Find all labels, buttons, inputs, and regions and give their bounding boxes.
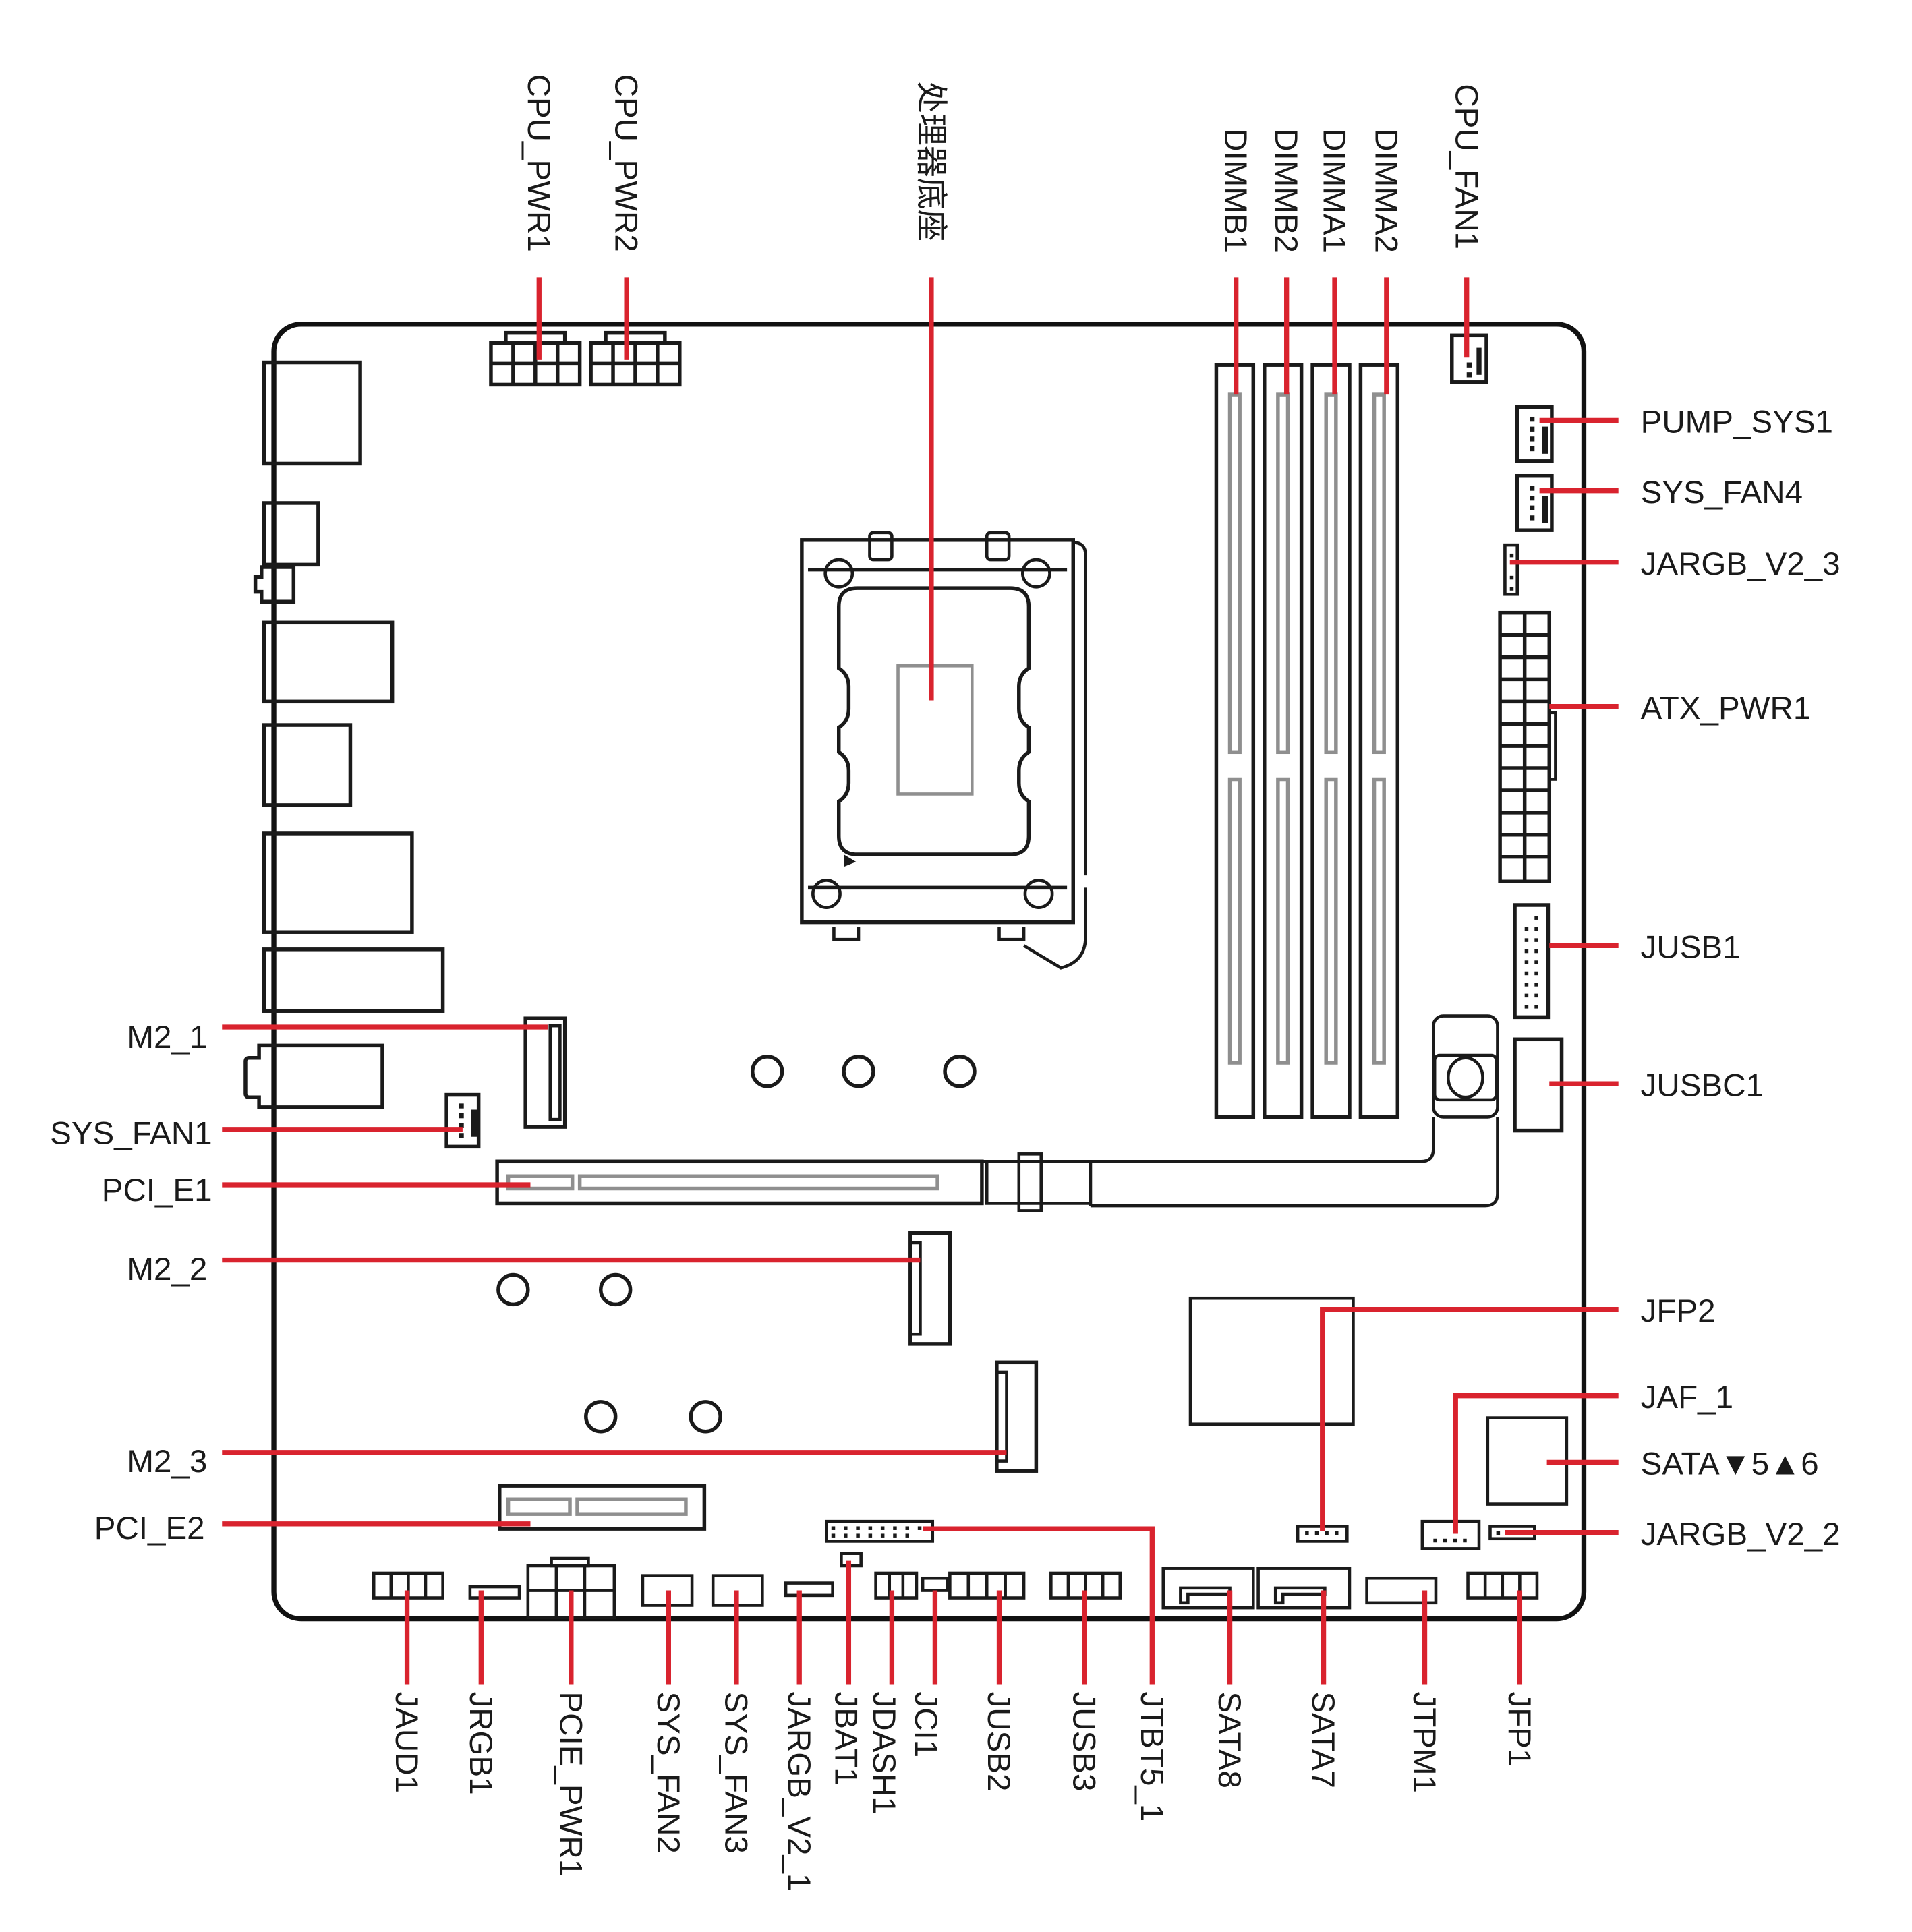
jci1-header [921,1576,949,1592]
jtpm1-header [1365,1576,1438,1605]
label-sys-fan1: SYS_FAN1 [50,1116,212,1152]
bottom-headers [372,1552,1539,1620]
label-jusbc1: JUSBC1 [1641,1067,1764,1103]
jusb1-header [1513,903,1551,1020]
dimm-slot-b1 [1214,363,1256,1119]
label-jbat1: JBAT1 [828,1691,863,1785]
m2-1-slot [523,1016,567,1129]
pump-sys1-header [1515,405,1554,463]
atx-pwr1-connector [1498,610,1557,884]
label-jaf-1: JAF_1 [1641,1380,1733,1415]
jargb-v2-1-header [784,1581,834,1598]
label-cpu-pwr2: CPU_PWR2 [608,74,644,252]
label-pci-e1: PCI_E1 [102,1173,212,1208]
bottom-labels: JAUD1 JRGB1 PCIE_PWR1 SYS_FAN2 SYS_FAN3 … [388,1691,1537,1891]
label-jdash1: JDASH1 [866,1691,902,1814]
label-jfp1: JFP1 [1501,1691,1537,1766]
chipset [1188,1296,1355,1426]
label-pcie-pwr1: PCIE_PWR1 [552,1691,588,1877]
label-sata7: SATA7 [1305,1691,1341,1788]
label-jusb3: JUSB3 [1066,1691,1101,1791]
m2-2-slot [908,1231,952,1346]
dimm-slot-a2 [1358,363,1400,1119]
label-jaud1: JAUD1 [388,1691,424,1793]
label-sys-fan2: SYS_FAN2 [650,1691,686,1853]
jtbt5-1-header [825,1519,935,1543]
label-sata56: SATA▼5▲6 [1641,1446,1819,1482]
label-cpu-socket: 处理器底座 [912,82,948,242]
label-jrgb1: JRGB1 [463,1691,498,1794]
label-atx-pwr1: ATX_PWR1 [1641,691,1812,726]
sys-fan4-header [1515,473,1554,532]
dimm-slot-a1 [1310,363,1352,1119]
m2-3-slot [995,1360,1039,1473]
label-dimmb2: DIMMB2 [1268,128,1304,253]
label-jargb-v2-1: JARGB_V2_1 [781,1691,817,1891]
label-sys-fan4: SYS_FAN4 [1641,475,1803,510]
rear-io-panel [243,360,445,1109]
label-jargb-v2-3: JARGB_V2_3 [1641,546,1841,582]
label-m2-2: M2_2 [127,1252,207,1287]
jdash1-header [874,1571,919,1600]
sata8-connector [1161,1567,1255,1610]
cpu-pwr1-connector [489,330,582,387]
label-sys-fan3: SYS_FAN3 [718,1691,753,1853]
label-dimma2: DIMMA2 [1368,128,1403,253]
label-dimmb1: DIMMB1 [1217,128,1253,253]
label-jtpm1: JTPM1 [1406,1691,1442,1793]
sata7-connector [1256,1567,1352,1610]
label-jusb2: JUSB2 [981,1691,1016,1791]
label-jtbt5-1: JTBT5_1 [1134,1691,1169,1821]
label-dimma1: DIMMA1 [1316,128,1352,253]
m2-heatsink-standoffs-2 [496,1272,722,1434]
pci-e2-slot [498,1484,707,1531]
board-outline [271,322,1587,1622]
label-cpu-pwr1: CPU_PWR1 [521,74,556,252]
dimm-slot-b2 [1263,363,1304,1119]
jfp1-header [1466,1571,1539,1600]
pci-e1-slot [495,1152,1093,1212]
label-m2-1: M2_1 [127,1020,207,1055]
top-labels: CPU_PWR1 CPU_PWR2 处理器底座 DIMMB1 DIMMB2 DI… [521,74,1484,253]
label-jargb-v2-2: JARGB_V2_2 [1641,1517,1841,1552]
jrgb1-header [468,1585,521,1600]
label-jci1: JCI1 [908,1691,944,1757]
label-cpu-fan1: CPU_FAN1 [1448,84,1484,250]
vrm-heatsink-bracket [981,1014,1499,1208]
label-jfp2: JFP2 [1641,1293,1716,1329]
label-pump-sys1: PUMP_SYS1 [1641,405,1833,440]
dimm-slots [1214,363,1400,1119]
left-labels: M2_1 SYS_FAN1 PCI_E1 M2_2 M2_3 PCI_E2 [50,1020,212,1546]
label-m2-3: M2_3 [127,1444,207,1480]
jusb2-header [948,1571,1026,1600]
leader-lines [222,277,1619,1685]
label-jusb1: JUSB1 [1641,930,1741,966]
label-pci-e2: PCI_E2 [94,1511,205,1546]
right-labels: PUMP_SYS1 SYS_FAN4 JARGB_V2_3 ATX_PWR1 J… [1641,405,1841,1552]
sys-fan1-header [444,1092,481,1149]
jaf-1-header [1420,1519,1481,1550]
cpu-die-outline [896,664,974,796]
jargb-v2-3-header [1503,543,1519,596]
cpu-pwr2-connector [589,330,682,387]
m2-heatsink-standoffs-1 [750,1055,977,1088]
label-sata8: SATA8 [1211,1691,1247,1788]
cpu-socket [800,531,1087,970]
